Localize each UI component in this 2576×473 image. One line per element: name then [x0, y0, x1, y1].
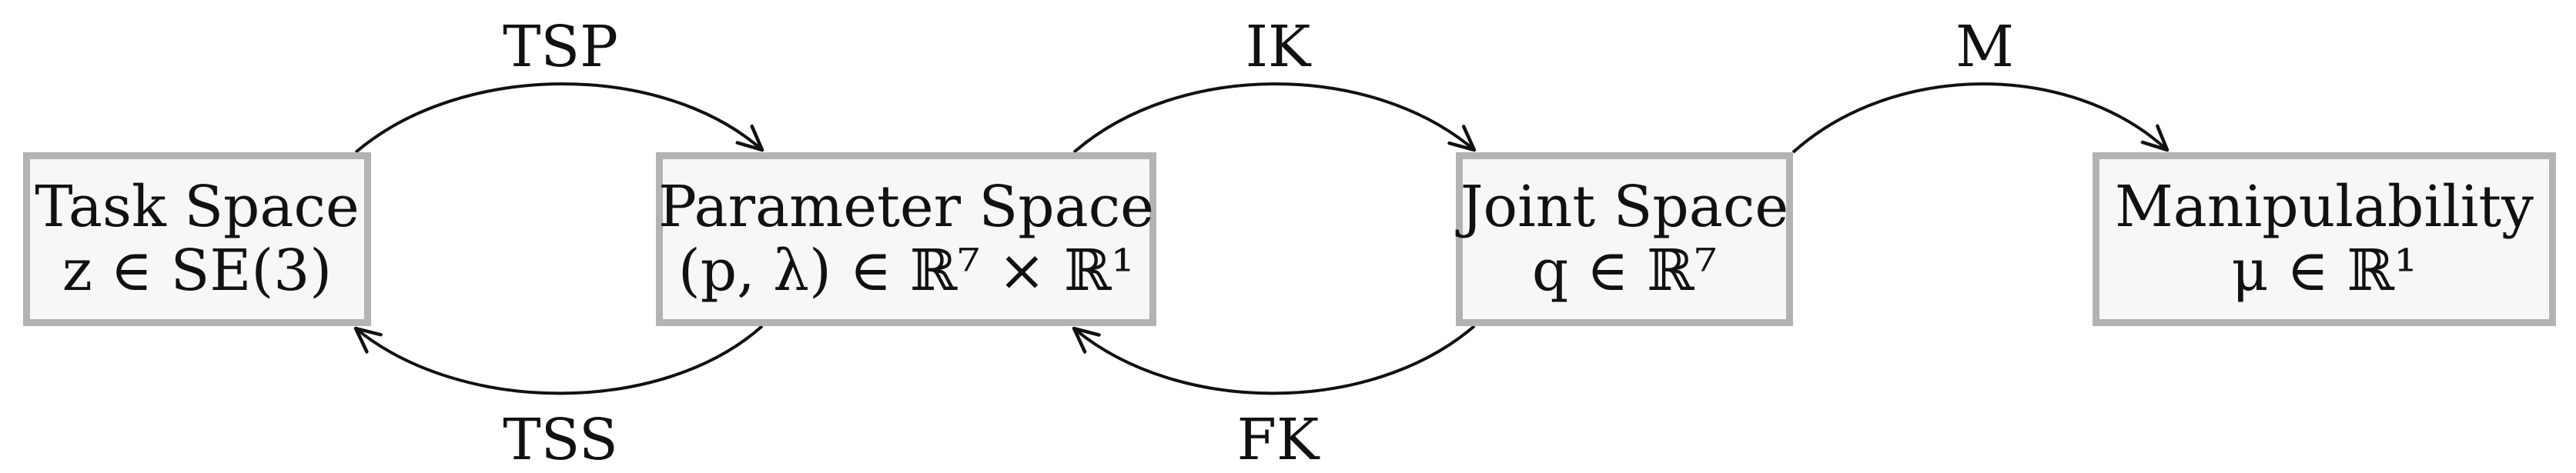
edge-label-m: M	[1955, 14, 2014, 80]
arrow-m	[1791, 82, 2167, 154]
arrow-ik	[1072, 82, 1474, 154]
task-space-math: z ∈ SE(3)	[62, 238, 333, 304]
task-space-title: Task Space	[35, 174, 360, 241]
joint-space-math: q ∈ ℝ⁷	[1531, 238, 1718, 304]
manipulability-math: μ ∈ ℝ¹	[2231, 238, 2417, 304]
arrow-fk	[1074, 325, 1476, 395]
parameter-space-node: Parameter Space (p, λ) ∈ ℝ⁷ × ℝ¹	[656, 152, 1156, 326]
edge-label-ik: IK	[1245, 14, 1311, 80]
parameter-space-math: (p, λ) ∈ ℝ⁷ × ℝ¹	[677, 238, 1135, 304]
arrow-tss	[356, 325, 764, 395]
edge-label-fk: FK	[1236, 407, 1320, 473]
manipulability-node: Manipulability μ ∈ ℝ¹	[2093, 152, 2556, 326]
joint-space-title: Joint Space	[1460, 174, 1789, 241]
task-space-node: Task Space z ∈ SE(3)	[23, 152, 371, 326]
joint-space-node: Joint Space q ∈ ℝ⁷	[1456, 152, 1793, 326]
parameter-space-title: Parameter Space	[658, 174, 1154, 241]
manipulability-title: Manipulability	[2115, 174, 2534, 241]
edge-label-tss: TSS	[503, 407, 618, 473]
arrow-tsp	[354, 82, 762, 154]
edge-label-tsp: TSP	[503, 14, 618, 80]
